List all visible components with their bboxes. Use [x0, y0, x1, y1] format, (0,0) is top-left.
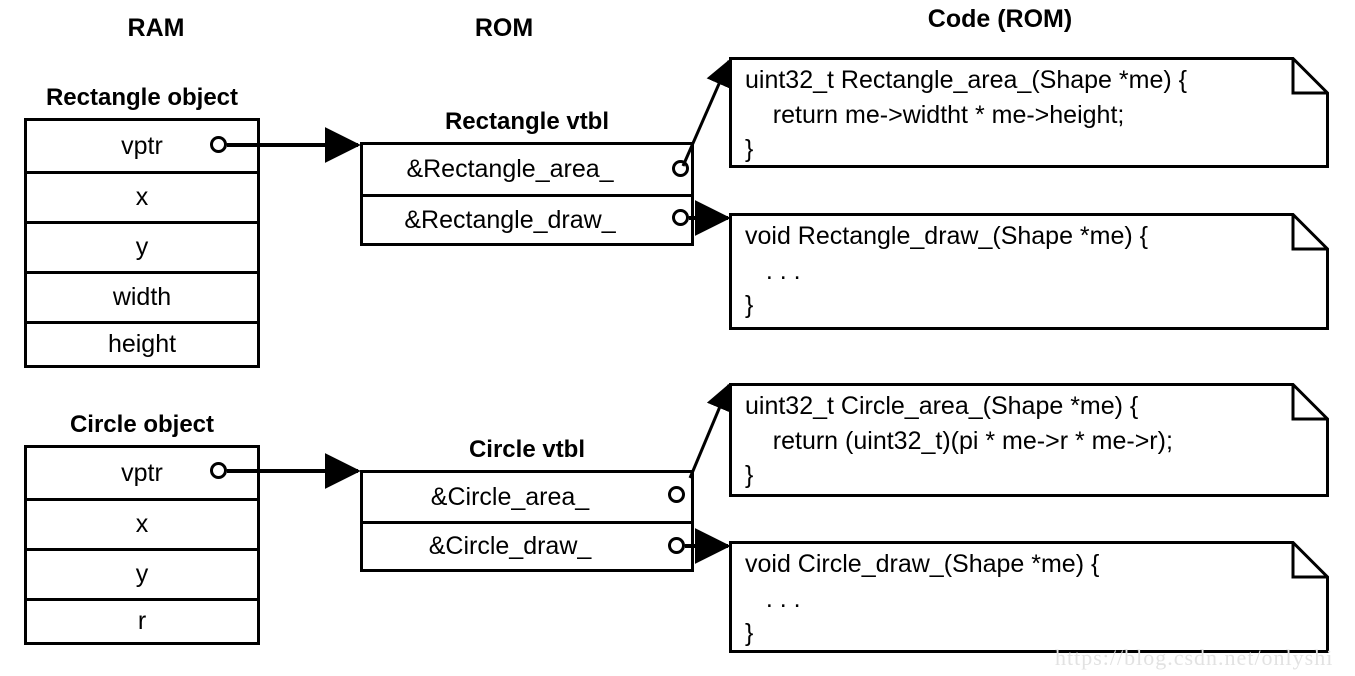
note-shape	[729, 57, 1329, 168]
column-header-code-rom: Code (ROM)	[927, 5, 1073, 33]
rectangle-vtbl-table: &Rectangle_area_ &Rectangle_draw_	[360, 142, 694, 246]
rectangle-vptr-pointer-dot	[210, 136, 227, 153]
rectangle-object-title: Rectangle object	[45, 84, 239, 111]
circle-area-pointer-dot	[668, 486, 685, 503]
column-header-rom: ROM	[474, 14, 534, 42]
field-label: y	[135, 560, 149, 588]
table-row: &Rectangle_area_	[363, 145, 691, 194]
table-row: y	[27, 221, 257, 271]
field-label: height	[107, 330, 177, 358]
circle-vptr-pointer-dot	[210, 462, 227, 479]
code-body: void Rectangle_draw_(Shape *me) { . . . …	[745, 222, 1149, 319]
vtbl-entry-label: &Circle_area_	[430, 482, 590, 511]
field-label: vptr	[121, 458, 163, 487]
rectangle-draw-pointer-dot	[672, 209, 689, 226]
table-row: y	[27, 548, 257, 598]
note-shape	[729, 541, 1329, 653]
rectangle-area-pointer-dot	[672, 160, 689, 177]
table-row: height	[27, 321, 257, 365]
note-shape	[729, 383, 1329, 497]
code-body: uint32_t Rectangle_area_(Shape *me) { re…	[745, 66, 1187, 163]
vtbl-entry-label: &Circle_draw_	[428, 532, 592, 560]
vtbl-entry-label: &Rectangle_draw_	[404, 205, 616, 234]
table-row: r	[27, 598, 257, 642]
table-row: &Circle_draw_	[363, 521, 691, 569]
arrow-circle-area-to-code	[688, 383, 732, 479]
watermark: https://blog.csdn.net/onlyshi	[1055, 645, 1334, 670]
circle-object-title: Circle object	[69, 411, 215, 438]
code-note-circle-area: uint32_t Circle_area_(Shape *me) { retur…	[729, 383, 1329, 497]
table-row: &Rectangle_draw_	[363, 194, 691, 243]
code-body: void Circle_draw_(Shape *me) { . . . }	[745, 550, 1100, 647]
column-header-ram: RAM	[127, 14, 185, 42]
circle-object-table: vptr x y r	[24, 445, 260, 645]
field-label: width	[112, 283, 172, 311]
field-label: r	[137, 607, 147, 635]
circle-draw-pointer-dot	[668, 537, 685, 554]
circle-vtbl-table: &Circle_area_ &Circle_draw_	[360, 470, 694, 572]
code-note-rectangle-area: uint32_t Rectangle_area_(Shape *me) { re…	[729, 57, 1329, 168]
field-label: y	[135, 233, 149, 261]
circle-vtbl-title: Circle vtbl	[468, 436, 586, 463]
code-note-circle-draw: void Circle_draw_(Shape *me) { . . . }	[729, 541, 1329, 653]
code-body: uint32_t Circle_area_(Shape *me) { retur…	[745, 392, 1173, 489]
field-label: vptr	[121, 131, 163, 160]
field-label: x	[135, 510, 149, 538]
vtbl-entry-label: &Rectangle_area_	[406, 155, 614, 183]
field-label: x	[135, 183, 149, 211]
note-shape	[729, 213, 1329, 330]
code-note-rectangle-draw: void Rectangle_draw_(Shape *me) { . . . …	[729, 213, 1329, 330]
table-row: &Circle_area_	[363, 473, 691, 521]
rectangle-vtbl-title: Rectangle vtbl	[444, 108, 610, 135]
table-row: x	[27, 171, 257, 221]
table-row: x	[27, 498, 257, 548]
table-row: width	[27, 271, 257, 321]
rectangle-object-table: vptr x y width height	[24, 118, 260, 368]
